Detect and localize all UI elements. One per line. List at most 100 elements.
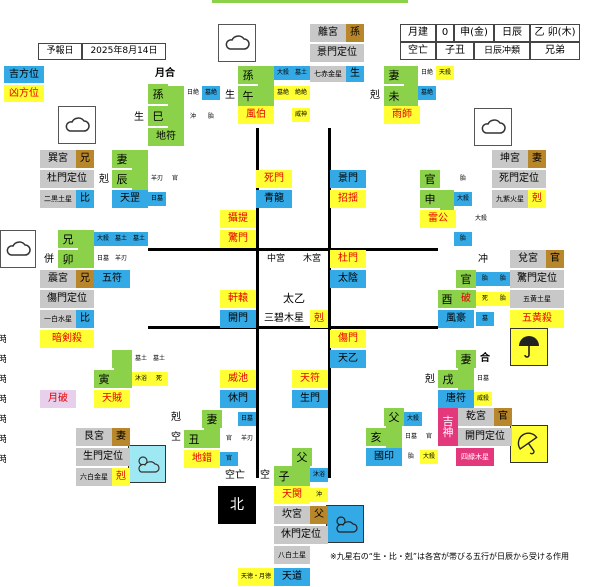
ne-god: 雨師 — [384, 106, 420, 124]
w2-rokushin: 妻 — [112, 150, 132, 168]
n-hachimon: 風伯 — [238, 106, 274, 124]
sw3-star-rel: 剋 — [112, 468, 130, 486]
center-n-shinshin: 青龍 — [256, 190, 292, 208]
nw-small: 胎 — [207, 113, 214, 120]
w3-star: 一白水星 — [40, 310, 76, 328]
w3-shi: 卯 — [58, 250, 78, 268]
n-shi: 午 — [238, 86, 258, 106]
kuubou-label: 空亡 — [400, 42, 436, 60]
e3-shi: 酉 — [438, 290, 456, 308]
center-nn-hachimon: 景門 — [330, 170, 366, 188]
s-hachisai: 天道 — [274, 568, 310, 586]
sw2-kangen: 剋 — [171, 412, 181, 423]
se2-god: 國印 — [366, 448, 402, 466]
nichishin-kuubou-label: 日辰冲類 — [474, 42, 530, 60]
w3-kyuu: 震宮 — [40, 270, 76, 288]
center-mid-label: 中宮 — [266, 253, 285, 264]
forecast-date-label: 予報日 — [38, 43, 82, 60]
center-s2-hachimon: 天符 — [292, 370, 328, 388]
w3-hachisai: 五符 — [94, 270, 130, 288]
e3-kyuu-rel: 官 — [546, 250, 564, 268]
nw-rokushin: 孫 — [148, 84, 168, 104]
w3-small: 大殺 — [94, 232, 112, 246]
umbrella-icon — [510, 328, 548, 366]
center-mid-label2: 木宮 — [302, 253, 321, 264]
forecast-date: 2025年8月14日 — [82, 43, 166, 60]
sw2-rokushin: 妻 — [202, 410, 222, 428]
sw2-small: 官 — [220, 452, 238, 466]
s-small: 沖 — [310, 488, 328, 502]
e3-small: 胎 — [476, 272, 494, 286]
center-w-shinshin: 驚門 — [220, 230, 256, 248]
w3-small: 墓土 — [112, 232, 130, 246]
se2-small: 大殺 — [404, 412, 422, 426]
sw2-block — [204, 428, 220, 448]
ne-rokushin: 妻 — [384, 66, 404, 84]
w3-heii: 併 — [44, 254, 54, 265]
e2-shi: 申 — [420, 190, 440, 208]
w-star: 二黒土星 — [40, 190, 76, 208]
n-small: 絶絶 — [292, 86, 310, 100]
side-mark: 時 — [0, 434, 6, 445]
e-star-rel: 剋 — [528, 190, 546, 208]
se1-gou: 合 — [480, 353, 490, 364]
se2-rokushin: 父 — [384, 408, 404, 426]
sw1-small: 墓土 — [152, 355, 165, 362]
sw3-star: 六白金星 — [76, 468, 112, 486]
side-mark: 時 — [0, 334, 6, 345]
e2-small: 大殺 — [474, 215, 487, 222]
se2-small: 大殺 — [420, 450, 438, 464]
w2-shi: 辰 — [112, 170, 132, 188]
center-n-hachimon: 死門 — [256, 170, 292, 188]
w2-small: 官 — [171, 175, 178, 182]
s-star: 八白土星 — [274, 546, 310, 564]
w2-kangen: 剋 — [99, 174, 109, 185]
center-sanpeki: 三碧木星 — [264, 313, 304, 324]
n-kyuu-rel: 孫 — [346, 24, 364, 42]
e3-chuu: 冲 — [478, 254, 488, 265]
nw-block — [168, 86, 184, 128]
se2-shi: 亥 — [366, 428, 386, 446]
sw1-block — [114, 350, 132, 388]
s-small: 沐浴 — [310, 468, 328, 482]
nichishin-label: 日辰 — [494, 24, 530, 42]
ne-block — [404, 66, 418, 106]
sw2-god: 地錯 — [184, 450, 220, 468]
grid-line-v — [256, 128, 259, 478]
e2-small: 胎 — [454, 232, 472, 246]
kyoudai-value: 兄弟 — [530, 42, 580, 60]
se1-small: 日墓 — [476, 375, 489, 382]
sw2-shi: 丑 — [184, 430, 204, 448]
sw1-small: 死 — [150, 372, 168, 386]
e3-rokushin: 官 — [456, 270, 476, 288]
s-teii: 休門定位 — [274, 526, 328, 544]
w3-teii: 傷門定位 — [40, 290, 94, 308]
se2-star: 四緑木星 — [456, 448, 494, 466]
center-e-shinshin: 太陰 — [330, 270, 366, 288]
nw-small: 沖 — [189, 113, 196, 120]
e-kyuu: 坤宮 — [492, 150, 528, 168]
se1-small: 威殺 — [474, 392, 492, 406]
e3-small: 死 — [476, 292, 494, 306]
se1-god: 唐符 — [438, 390, 474, 408]
se2-kyuu: 乾宮 — [458, 408, 494, 426]
e-star: 九紫火星 — [492, 190, 528, 208]
s-kyuu: 坎宮 — [274, 506, 310, 524]
center-sw-shinshin: 開門 — [220, 310, 256, 328]
s-small: 天徳・月徳 — [238, 568, 274, 586]
se2-block — [386, 426, 402, 448]
sun-cloud-icon — [128, 445, 166, 483]
cloud-icon — [474, 108, 512, 146]
e3-star: 五黄土星 — [510, 290, 564, 308]
s-kuu: 空 — [260, 470, 270, 481]
e3-small: 墓 — [476, 312, 494, 326]
center-s1-hachimon: 威池 — [220, 370, 256, 388]
sun-cloud-icon — [326, 505, 364, 543]
side-mark: 時 — [0, 414, 6, 425]
e3-small: 胎 — [494, 272, 512, 286]
se1-shi: 戌 — [438, 370, 458, 388]
sw3-kyuu: 艮宮 — [76, 428, 112, 446]
sw1-gekiha: 月破 — [40, 390, 76, 408]
center-sanpeki-rel: 剋 — [310, 310, 328, 328]
w2-block — [132, 150, 148, 190]
